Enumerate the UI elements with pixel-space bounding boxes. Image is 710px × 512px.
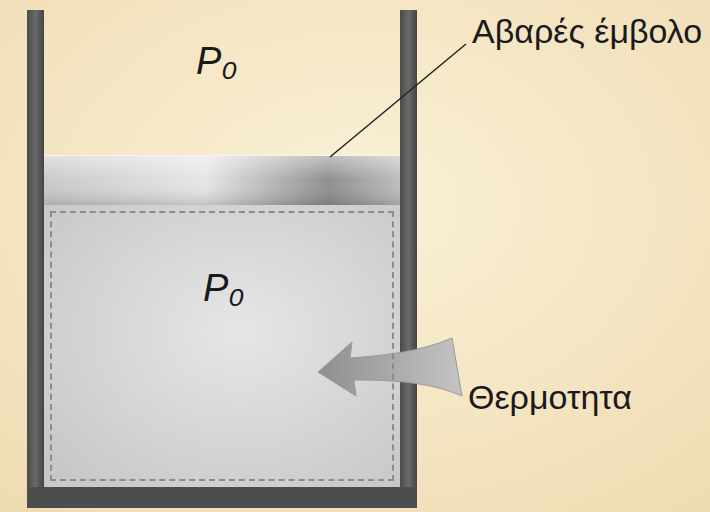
cylinder-base bbox=[27, 487, 417, 508]
cylinder-wall bbox=[27, 10, 44, 508]
gas-region: P₀ bbox=[50, 211, 394, 481]
gas-region bbox=[44, 205, 400, 487]
heat-label: Θερμοτητα bbox=[468, 380, 704, 416]
piston bbox=[44, 155, 400, 205]
pressure-symbol: P₀ bbox=[203, 269, 244, 309]
pressure-symbol: P₀ bbox=[196, 42, 276, 82]
cylinder-wall bbox=[400, 10, 417, 508]
piston-label: Αβαρές έμβολο bbox=[472, 14, 704, 50]
piston-shade bbox=[44, 155, 400, 205]
leader-line bbox=[330, 44, 466, 157]
piston-edge bbox=[44, 155, 400, 156]
heat-arrow bbox=[318, 338, 462, 396]
